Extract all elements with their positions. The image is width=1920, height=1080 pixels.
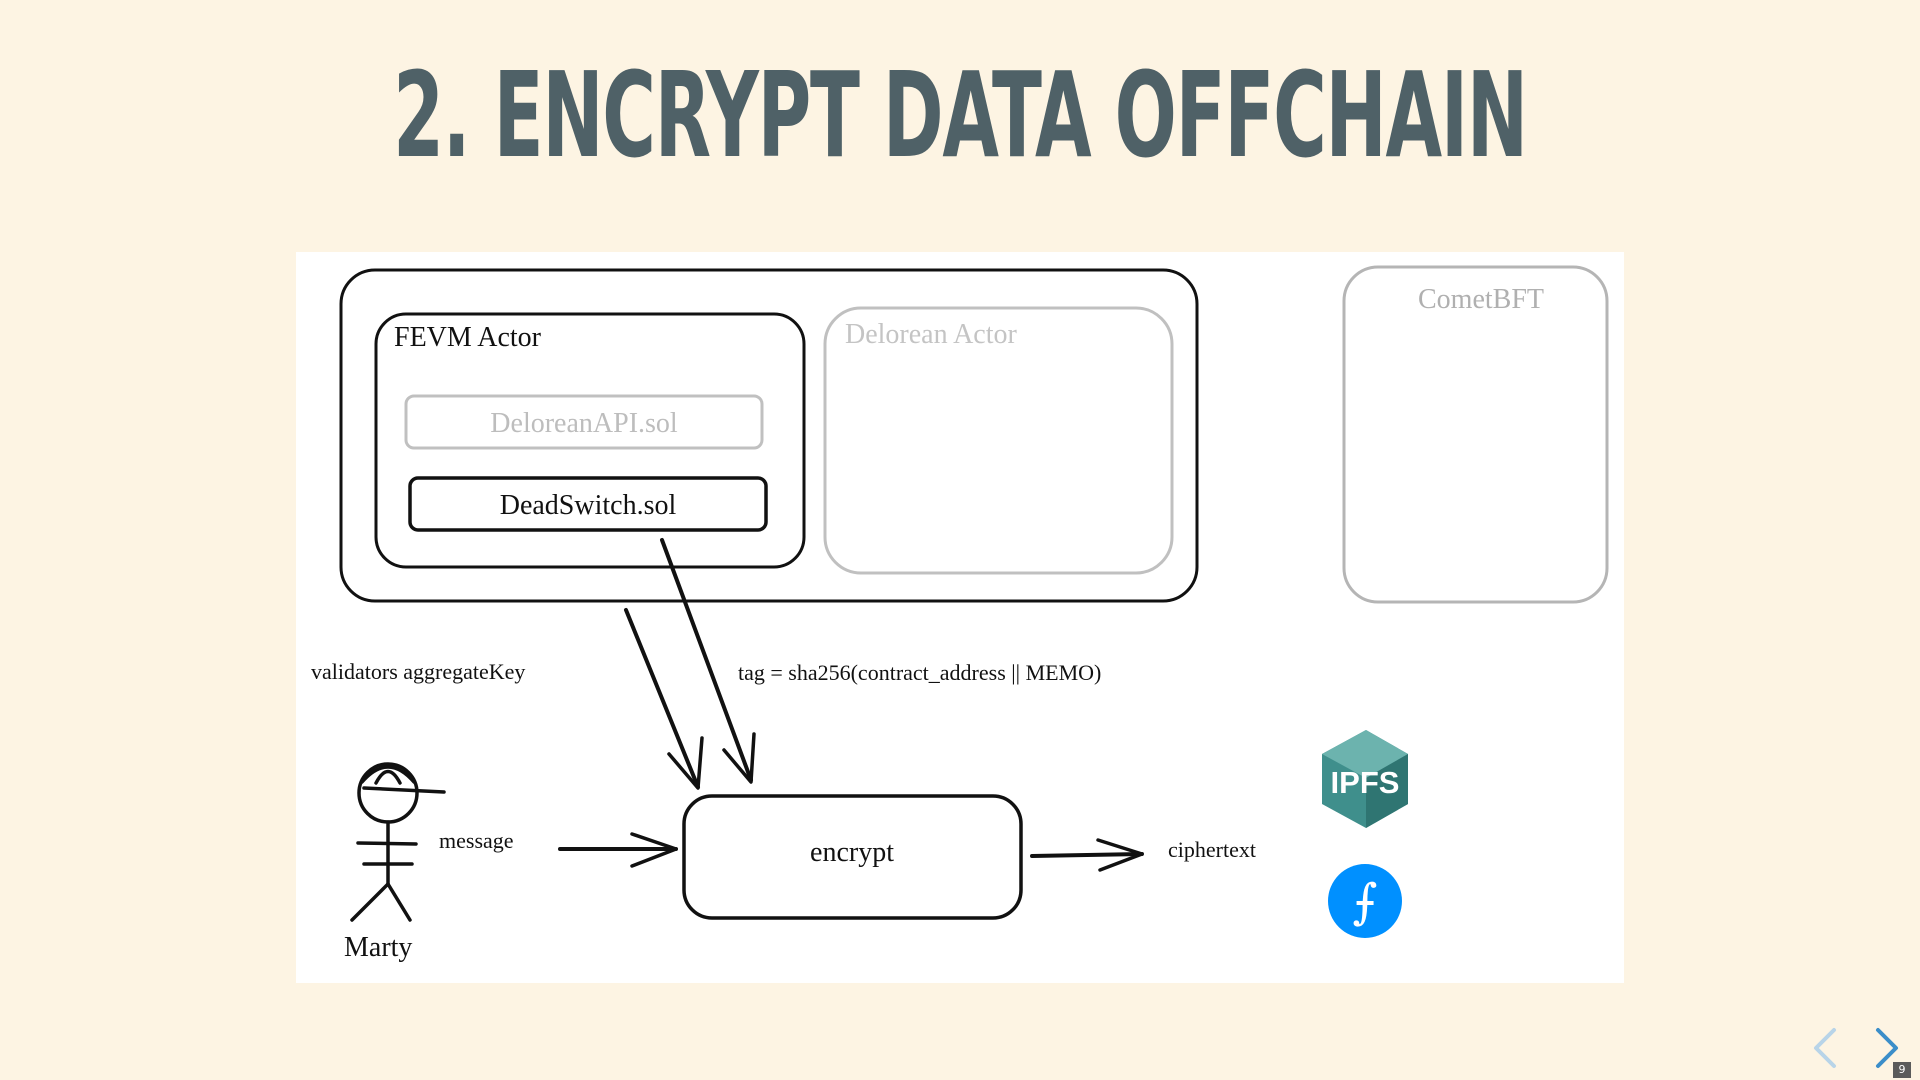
delorean-actor-box <box>823 306 1174 575</box>
stick-figure-icon <box>350 762 446 922</box>
ciphertext-arrow <box>1030 852 1144 858</box>
ciphertext-label: ciphertext <box>1168 837 1256 862</box>
delorean-api-label: DeloreanAPI.sol <box>490 408 678 439</box>
ipfs-logo-icon: IPFS <box>1322 730 1408 828</box>
filecoin-logo-icon: ⨍ <box>1328 864 1402 938</box>
diagram-panel: FEVM Actor DeloreanAPI.sol DeadSwitch.so… <box>296 252 1624 983</box>
tag-arrow <box>660 538 753 782</box>
deadswitch-box <box>408 476 768 532</box>
cometbft-label: CometBFT <box>1418 284 1544 315</box>
prev-slide-arrow-icon[interactable] <box>1810 1026 1840 1070</box>
ciphertext-arrowhead <box>1096 838 1144 872</box>
filecoin-logo-glyph: ⨍ <box>1352 874 1377 930</box>
aggregate-key-arrow <box>624 608 700 789</box>
fevm-actor-label: FEVM Actor <box>394 322 542 353</box>
ipfs-logo-text: IPFS <box>1331 765 1400 800</box>
tag-formula-label: tag = sha256(contract_address || MEMO) <box>738 660 1101 685</box>
message-arrowhead <box>630 832 678 868</box>
slide-title: 2. ENCRYPT DATA OFFCHAIN <box>393 46 1528 184</box>
deadswitch-label: DeadSwitch.sol <box>500 490 677 521</box>
architecture-diagram: FEVM Actor DeloreanAPI.sol DeadSwitch.so… <box>311 265 1609 963</box>
fevm-actor-box <box>374 312 806 569</box>
encrypt-box <box>682 794 1023 920</box>
encrypt-label: encrypt <box>810 837 894 868</box>
slide-page-number: 9 <box>1893 1062 1911 1078</box>
message-label: message <box>439 828 514 853</box>
delorean-actor-label: Delorean Actor <box>845 319 1017 350</box>
outer-actor-container <box>339 268 1199 603</box>
tag-arrowhead <box>722 732 756 784</box>
delorean-api-box <box>404 394 764 450</box>
next-slide-arrow-icon[interactable] <box>1872 1026 1902 1070</box>
cometbft-box <box>1342 265 1609 604</box>
person-label: Marty <box>344 932 412 963</box>
validators-key-label: validators aggregateKey <box>311 659 525 684</box>
aggregate-key-arrowhead <box>667 736 704 790</box>
